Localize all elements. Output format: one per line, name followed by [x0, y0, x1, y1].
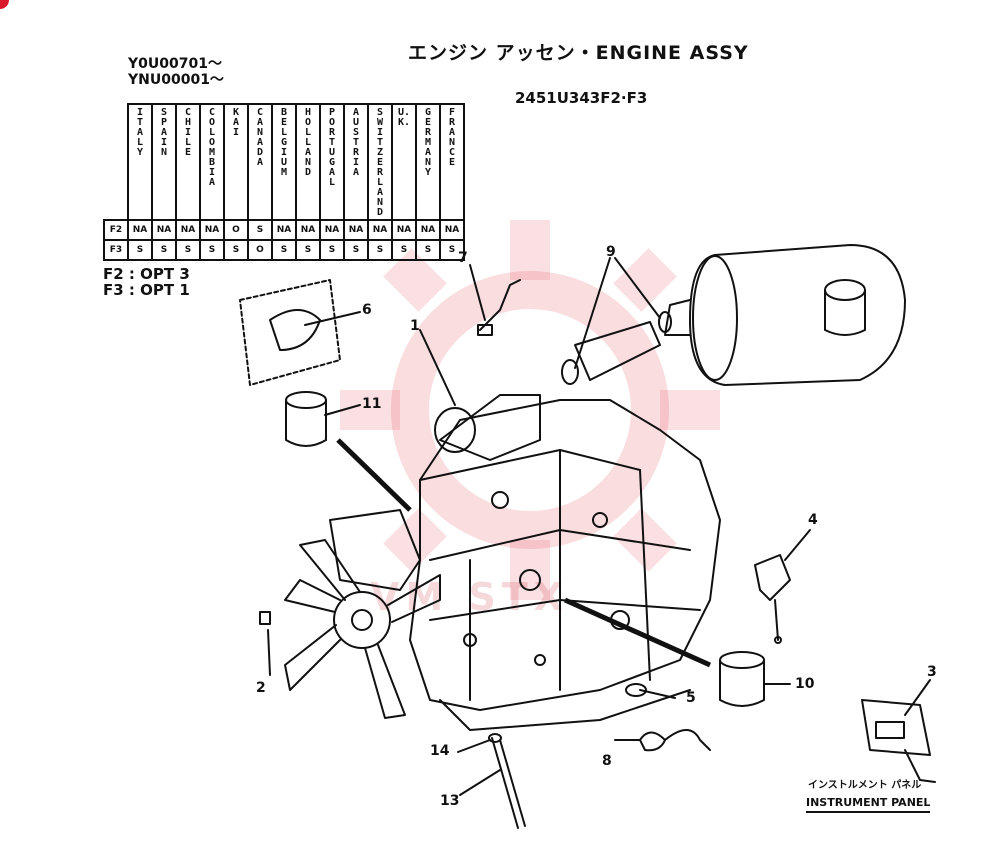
callout-13: 13 [440, 793, 460, 809]
instrument-panel-label-jp: インストルメント パネル [808, 780, 922, 791]
engine-block-drawing [409, 394, 721, 711]
instrument-panel-label: INSTRUMENT PANEL [806, 796, 931, 813]
callout-11: 11 [362, 396, 382, 412]
callout-6: 6 [362, 302, 372, 318]
fuel-filter-drawing [719, 651, 765, 707]
country-name: KAI [232, 107, 240, 138]
cooling-fan-drawing [284, 539, 441, 719]
option-cell: S [415, 239, 441, 261]
serial-range: YNU00001〜 [128, 72, 224, 88]
option-cell: NA [415, 219, 441, 241]
country-name: FRANCE [448, 107, 456, 168]
option-cell: O [223, 219, 249, 241]
oil-filter-drawing [285, 391, 327, 447]
option-cell: S [271, 239, 297, 261]
instrument-panel-drawing [861, 699, 936, 783]
country-name: CANADA [256, 107, 264, 168]
callout-10: 10 [795, 676, 815, 692]
country-name: BELGIUM [280, 107, 288, 178]
callout-8: 8 [602, 753, 612, 769]
country-name: SPAIN [160, 107, 168, 158]
country-name: HOLLAND [304, 107, 312, 178]
country-name: U.K. [398, 107, 411, 128]
callout-2: 2 [256, 680, 266, 696]
country-name: GERMANY [424, 107, 432, 178]
callout-14: 14 [430, 743, 450, 759]
callout-4: 4 [808, 512, 818, 528]
option-cell: NA [151, 219, 177, 241]
row-label: F2 [103, 219, 129, 241]
option-cell: NA [271, 219, 297, 241]
model-code: 2451U343F2·F3 [515, 89, 648, 107]
country-option-table: ITALY SPAIN CHILE COLOMBIA KAI CANADA BE… [103, 103, 465, 261]
option-cell: NA [439, 219, 465, 241]
option-cell: NA [295, 219, 321, 241]
country-name: SWITZERLAND [376, 107, 384, 218]
option-cell: S [391, 239, 417, 261]
row-label: F3 [103, 239, 129, 261]
callout-1: 1 [410, 318, 420, 334]
country-name: COLOMBIA [208, 107, 216, 188]
country-name: CHILE [184, 107, 192, 158]
option-cell: NA [367, 219, 393, 241]
corner-marker [0, 0, 9, 9]
country-name: PORTUGAL [328, 107, 336, 188]
exhaust-pipe-drawing [561, 321, 661, 385]
watermark-gear-icon [340, 220, 720, 600]
option-cell: NA [343, 219, 369, 241]
option-cell: S [295, 239, 321, 261]
callout-7: 7 [458, 250, 468, 266]
option-cell: S [367, 239, 393, 261]
option-cell: NA [319, 219, 345, 241]
option-cell: S [319, 239, 345, 261]
muffler-drawing [658, 244, 906, 386]
country-name: AUSTRIA [352, 107, 360, 178]
option-cell: S [223, 239, 249, 261]
country-header-row: ITALY SPAIN CHILE COLOMBIA KAI CANADA BE… [104, 103, 465, 221]
country-name: ITALY [136, 107, 144, 158]
option-row-f2: F2 NA NA NA NA O S NA NA NA NA NA NA NA … [103, 219, 465, 241]
option-note: F3 : OPT 1 [103, 281, 190, 299]
option-cell: S [247, 219, 273, 241]
diagram-title: エンジン アッセン・ENGINE ASSY [408, 42, 749, 64]
option-cell: S [151, 239, 177, 261]
option-cell: O [247, 239, 273, 261]
option-cell: NA [175, 219, 201, 241]
callout-5: 5 [686, 690, 696, 706]
option-row-f3: F3 S S S S S O S S S S S S S S [103, 239, 465, 261]
callout-9: 9 [606, 244, 616, 260]
option-cell: NA [199, 219, 225, 241]
option-note: F2 : OPT 3 [103, 265, 190, 283]
callout-3: 3 [927, 664, 937, 680]
option-cell: S [199, 239, 225, 261]
option-cell: NA [127, 219, 153, 241]
option-cell: S [175, 239, 201, 261]
option-cell: NA [391, 219, 417, 241]
serial-range: Y0U00701〜 [128, 56, 222, 72]
option-cell: S [127, 239, 153, 261]
option-cell: S [439, 239, 465, 261]
option-cell: S [343, 239, 369, 261]
